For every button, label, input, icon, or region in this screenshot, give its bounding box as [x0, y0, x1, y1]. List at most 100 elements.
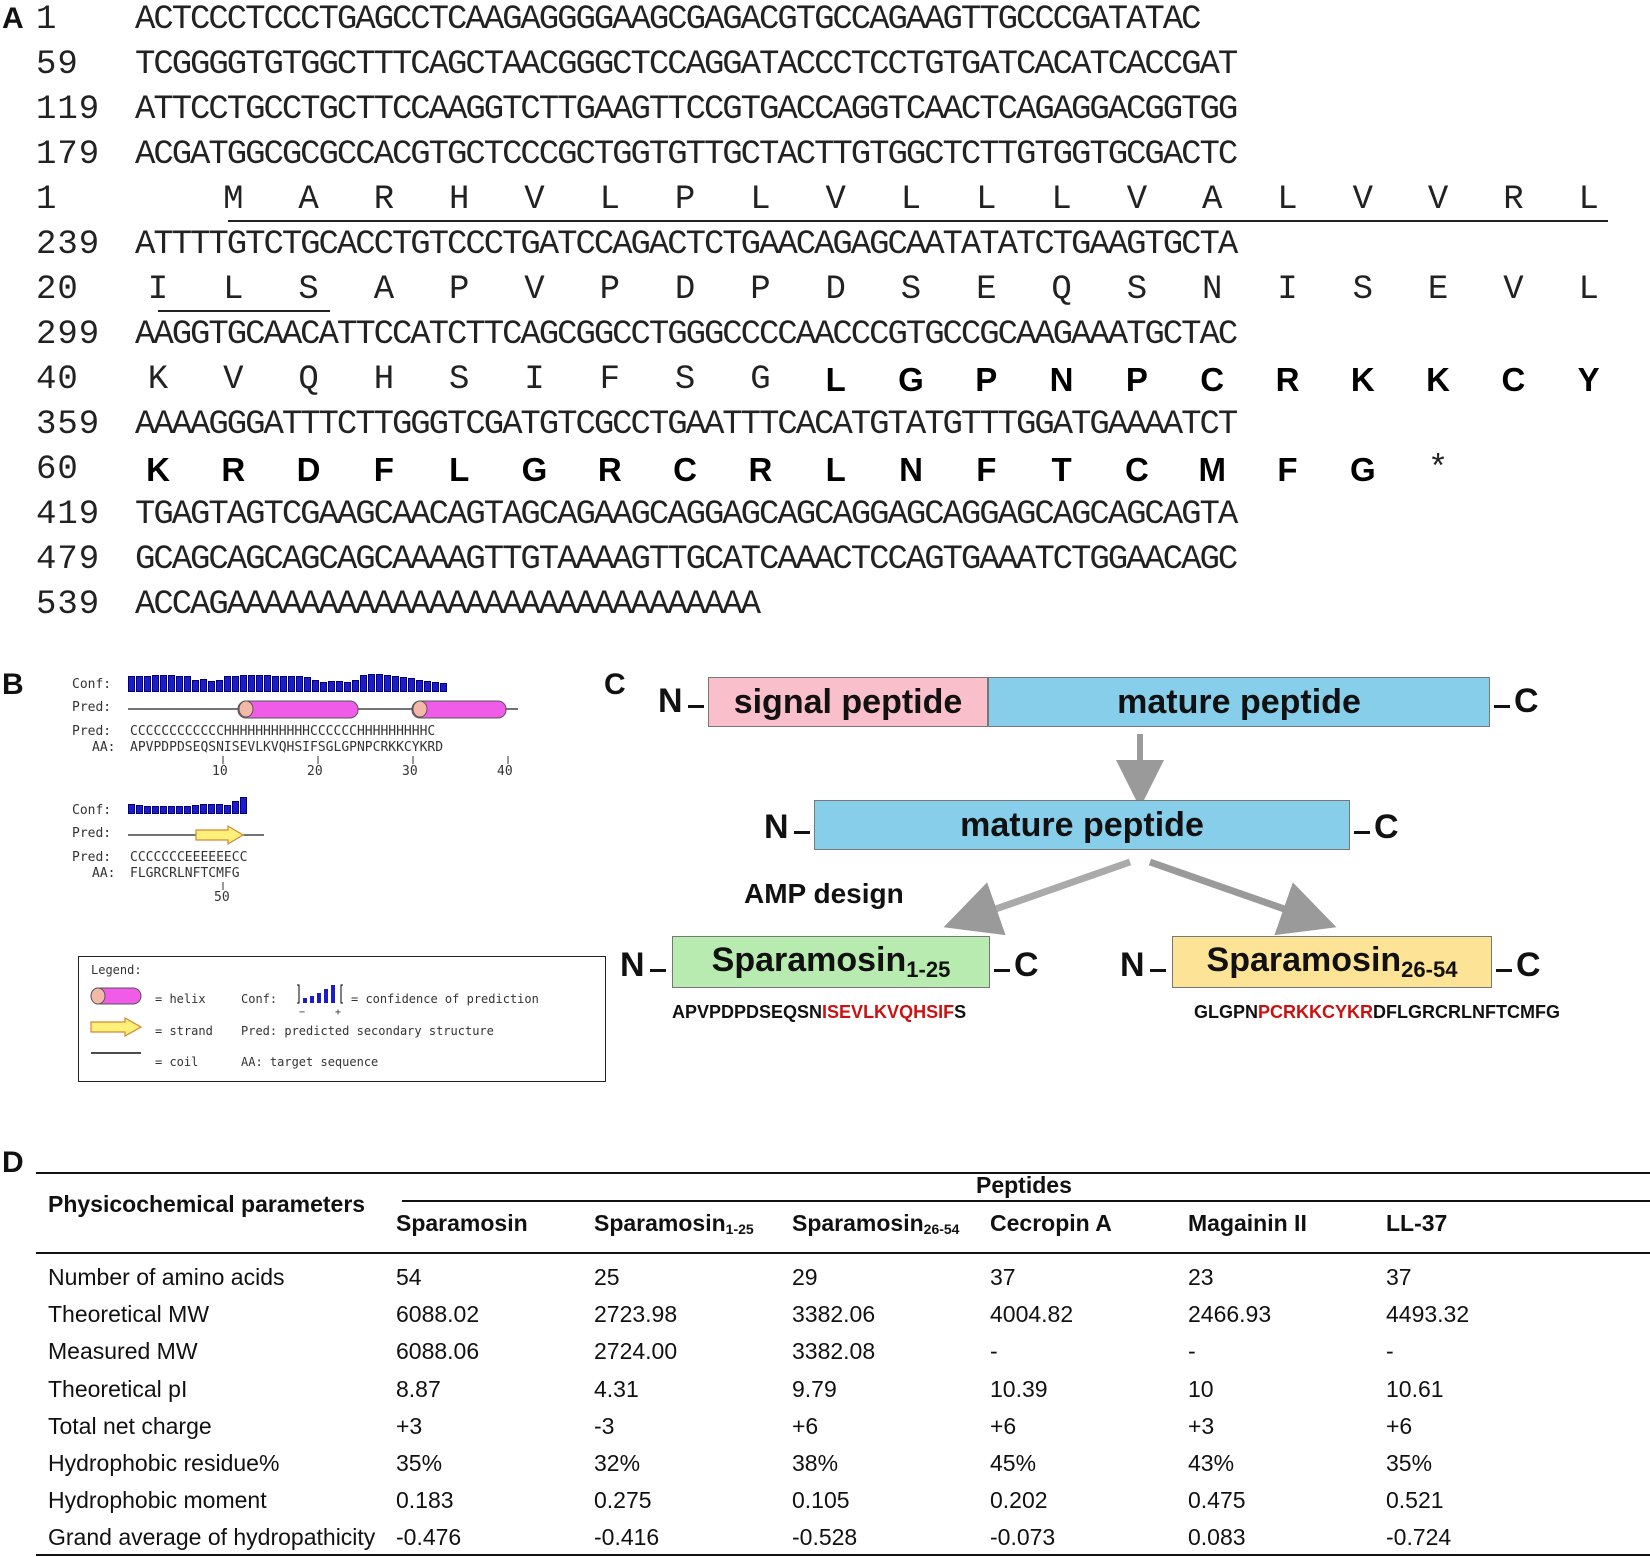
amino-acid: R	[597, 451, 622, 488]
table-cell: +6	[990, 1412, 1017, 1439]
confidence-bar	[184, 676, 191, 692]
b2-pred-seq-label: Pred:	[72, 850, 112, 865]
sparamosin-26-54-sequence: GLGPNPCRKKCYKRDFLGRCRLNFTCMFG	[1194, 1002, 1560, 1022]
dna-sequence: AAGGTGCAACATTCCATCTTCAGCGGCCTGGGCCCCAACC…	[135, 316, 1238, 354]
b2-tick-50: 50	[214, 890, 230, 905]
amino-acid: H	[373, 361, 395, 399]
table-cell: 0.275	[594, 1487, 652, 1514]
dna-sequence: TGAGTAGTCGAAGCAACAGTAGCAGAAGCAGGAGCAGCAG…	[135, 496, 1238, 534]
dna-row-number: 119	[36, 91, 101, 129]
table-cell: 10.39	[990, 1375, 1048, 1402]
table-cell: 0.475	[1188, 1487, 1246, 1514]
dna-sequence: TCGGGGTGTGGCTTTCAGCTAACGGGCTCCAGGATACCCT…	[135, 46, 1238, 84]
table-cell: +3	[1188, 1412, 1215, 1439]
confidence-bar	[128, 804, 135, 814]
confidence-bar	[240, 675, 247, 692]
table-cell: -0.416	[594, 1524, 660, 1551]
left-arrow-icon	[943, 858, 1132, 936]
confidence-bar	[208, 681, 215, 692]
amino-acid: L	[900, 181, 922, 219]
confidence-bar	[192, 805, 199, 814]
confidence-bar	[344, 682, 351, 692]
table-cell: 2724.00	[594, 1338, 678, 1365]
dna-row-number: 1	[36, 1, 58, 39]
aa-row-number: 60	[36, 451, 79, 489]
dna-sequence: AAAAGGGATTTCTTGGGTCGATGTCGCCTGAATTTCACAT…	[135, 406, 1238, 444]
aa-row-number: 40	[36, 361, 79, 399]
legend-minus: −	[299, 1007, 306, 1018]
table-cell: 0.521	[1386, 1487, 1444, 1514]
confidence-bar	[432, 682, 439, 692]
confidence-bar	[144, 806, 151, 814]
sparamosin-1-25-name: Sparamosin1-25	[711, 941, 951, 982]
mature-peptide-label-2: mature peptide	[960, 805, 1204, 844]
confidence-bar	[256, 675, 263, 692]
table-cell: 23	[1188, 1264, 1214, 1290]
confidence-bar	[280, 676, 287, 692]
confidence-bar	[320, 682, 327, 692]
dna-row-number: 359	[36, 406, 101, 444]
amino-acid: L	[1277, 181, 1298, 219]
b1-pred-seq-label: Pred:	[72, 724, 112, 739]
row-parameter: Total net charge	[48, 1412, 212, 1439]
amino-acid: P	[448, 271, 470, 309]
amino-acid: A	[298, 181, 319, 219]
table-cell: 29	[792, 1264, 818, 1290]
amino-acid: L	[223, 271, 244, 309]
confidence-bar	[184, 806, 191, 814]
amino-acid: C	[1124, 451, 1149, 488]
amino-acid: Q	[1051, 271, 1072, 309]
confidence-bar	[224, 676, 231, 692]
amino-acid: S	[674, 361, 696, 399]
legend-plus: +	[335, 1007, 342, 1018]
confidence-bar	[160, 806, 167, 814]
confidence-bar	[304, 677, 311, 692]
panel-c-label: C	[604, 668, 626, 701]
coil-legend-icon	[91, 1052, 141, 1054]
amino-acid: V	[1427, 181, 1449, 219]
confidence-bar	[144, 676, 151, 692]
amino-acid: L	[825, 361, 846, 398]
table-cell: 8.87	[396, 1375, 441, 1402]
right-arrow-icon	[1148, 858, 1337, 936]
dna-row-number: 59	[36, 46, 79, 84]
legend-coil: = coil	[155, 1055, 199, 1069]
b1-tick-40: 40	[497, 764, 513, 779]
table-cell: 6088.02	[396, 1301, 480, 1328]
aa-row-number: 20	[36, 271, 79, 309]
confidence-bar	[200, 804, 207, 814]
amino-acid: V	[524, 271, 545, 309]
amino-acid: L	[599, 181, 620, 219]
column-header: Magainin II	[1188, 1210, 1307, 1236]
amino-acid: D	[825, 271, 846, 309]
table-cell: 4004.82	[990, 1301, 1074, 1328]
confidence-bar	[392, 676, 399, 692]
signal-peptide-underline-1	[228, 220, 1608, 222]
amino-acid: T	[1051, 451, 1072, 488]
table-cell: 3382.06	[792, 1301, 876, 1328]
panel-d-physicochemical-table: D Physicochemical parameters Peptides Sp…	[0, 1146, 1650, 1557]
strand-arrow-icon	[195, 824, 245, 846]
dna-sequence: GCAGCAGCAGCAGCAAAAGTTGTAAAAGTTGCATCAAACT…	[135, 541, 1238, 579]
confidence-bar	[216, 804, 223, 814]
confidence-bar	[376, 674, 383, 692]
confidence-bar	[232, 676, 239, 692]
peptides-header: Peptides	[976, 1172, 1072, 1198]
dna-sequence: ACGATGGCGCGCCACGTGCTCCCGCTGGTGTTGCTACTTG…	[135, 136, 1238, 174]
c-terminus-1: C	[1514, 682, 1539, 720]
b1-tick-marks	[222, 756, 509, 764]
amino-acid: I	[1277, 271, 1298, 309]
amino-acid: M	[1198, 451, 1226, 488]
amino-acid: L	[1578, 271, 1599, 309]
table-cell: 32%	[594, 1450, 641, 1476]
amino-acid: P	[975, 361, 998, 398]
amino-acid: L	[1578, 181, 1599, 219]
table-cell: 0.083	[1188, 1524, 1246, 1551]
b1-structure-track	[128, 700, 518, 719]
confidence-bar	[200, 679, 207, 692]
table-cell: 35%	[396, 1450, 443, 1476]
amino-acid: K	[147, 361, 169, 399]
mature-peptide-label-1: mature peptide	[1117, 682, 1361, 721]
signal-peptide-box: signal peptide	[708, 677, 988, 727]
confidence-bar	[152, 675, 159, 692]
